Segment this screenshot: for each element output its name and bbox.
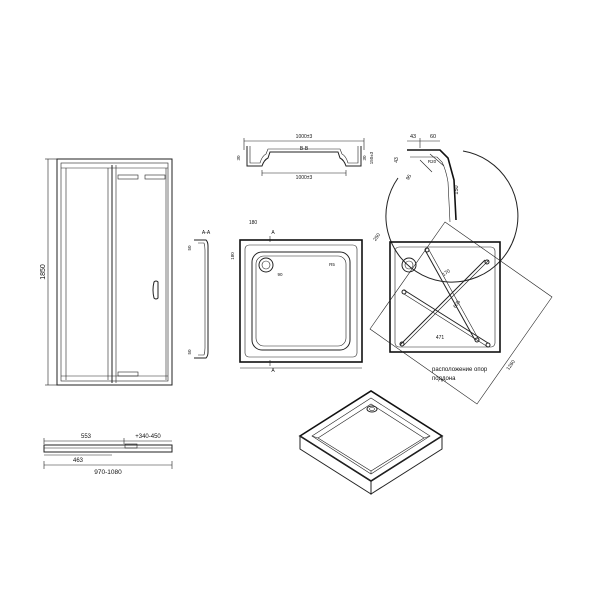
height-label: 1850 [40, 264, 47, 280]
support-dim-250: 250 [372, 232, 382, 242]
detail-circle-arc [385, 150, 519, 283]
drain-icon [366, 405, 378, 413]
door-handle [152, 280, 159, 300]
iso-front-left-face [299, 435, 372, 495]
detail-view: 43 60 43 95 150 R20 [385, 134, 519, 283]
iso-basin-rim [311, 397, 431, 475]
door-frame-inner [60, 162, 169, 382]
detail-dim-43: 43 [410, 134, 416, 140]
dim-553: 553 [81, 434, 92, 440]
section-aa-label: A-A [202, 230, 211, 236]
tray-basin [251, 251, 351, 351]
top-roller [144, 174, 166, 180]
detail-dim-43b: 43 [394, 157, 400, 163]
support-beam [403, 289, 489, 344]
drain-icon [258, 257, 274, 273]
detail-dim-60: 60 [430, 134, 436, 140]
support-beam [399, 259, 486, 346]
door-top-plan: 553 +340-450 463 970-1080 [43, 434, 173, 476]
tray-support-layout: 250 170 605 471 1260 расположение опор п… [369, 221, 553, 405]
detail-dim-r20: R20 [428, 159, 437, 164]
support-caption-line1: расположение опор [432, 367, 488, 373]
support-dim-170: 170 [441, 268, 451, 278]
section-outline [246, 146, 362, 167]
bottom-roller [117, 371, 139, 377]
door-frame-outer [56, 158, 173, 386]
door-front-view: 1850 [40, 158, 173, 386]
support-diag-outline [369, 221, 553, 405]
tray-drain-dim: 90 [277, 272, 283, 277]
detail-dim-150: 150 [454, 185, 460, 194]
section-marker-a-top: A [271, 230, 275, 236]
section-aa: A-A 50 50 [187, 230, 211, 359]
section-right-dim: 30 [362, 155, 367, 161]
support-leg [484, 259, 490, 265]
detail-dim-95: 95 [405, 173, 413, 181]
iso-front-right-face [370, 435, 443, 495]
section-top-dim: 1000±3 [296, 134, 313, 140]
section-profile-bb: 1000±3 B-B 30 30 150±3 1000±3 [236, 134, 374, 181]
drain-icon [401, 257, 417, 273]
tray-top-dim: 180 [249, 220, 258, 226]
door-plan-rail [43, 444, 173, 453]
dim-340-450: +340-450 [135, 434, 161, 440]
dim-total-width: 970-1080 [94, 469, 122, 476]
dim-463: 463 [73, 458, 84, 464]
section-bottom-dim: 1000±3 [296, 175, 313, 181]
tray-corner-radius: R5 [329, 262, 335, 267]
support-caption-line2: поддона [432, 376, 456, 382]
svg-text:50: 50 [187, 245, 192, 251]
tray-isometric [298, 390, 444, 495]
support-dim-1260: 1260 [506, 359, 517, 372]
support-dim-605: 605 [452, 299, 462, 309]
support-frame [389, 241, 501, 353]
support-leg [474, 337, 480, 343]
tray-outer [239, 239, 363, 363]
tray-top-plan: 180 A 90 R5 180 A [230, 220, 363, 374]
support-leg [485, 342, 491, 348]
section-left-dim: 30 [236, 155, 241, 161]
support-leg [399, 341, 405, 347]
support-dim-471: 471 [436, 335, 445, 341]
section-marker-a-bottom: A [271, 368, 275, 374]
section-right-dim2: 150±3 [369, 151, 374, 164]
support-leg [401, 289, 407, 295]
section-aa-profile [194, 239, 209, 359]
top-roller [117, 174, 139, 180]
tray-left-dim: 180 [230, 252, 235, 260]
section-label-bb: B-B [300, 146, 309, 152]
section-aa-bottom-dim: 50 [187, 349, 192, 355]
detail-profile [407, 149, 457, 221]
